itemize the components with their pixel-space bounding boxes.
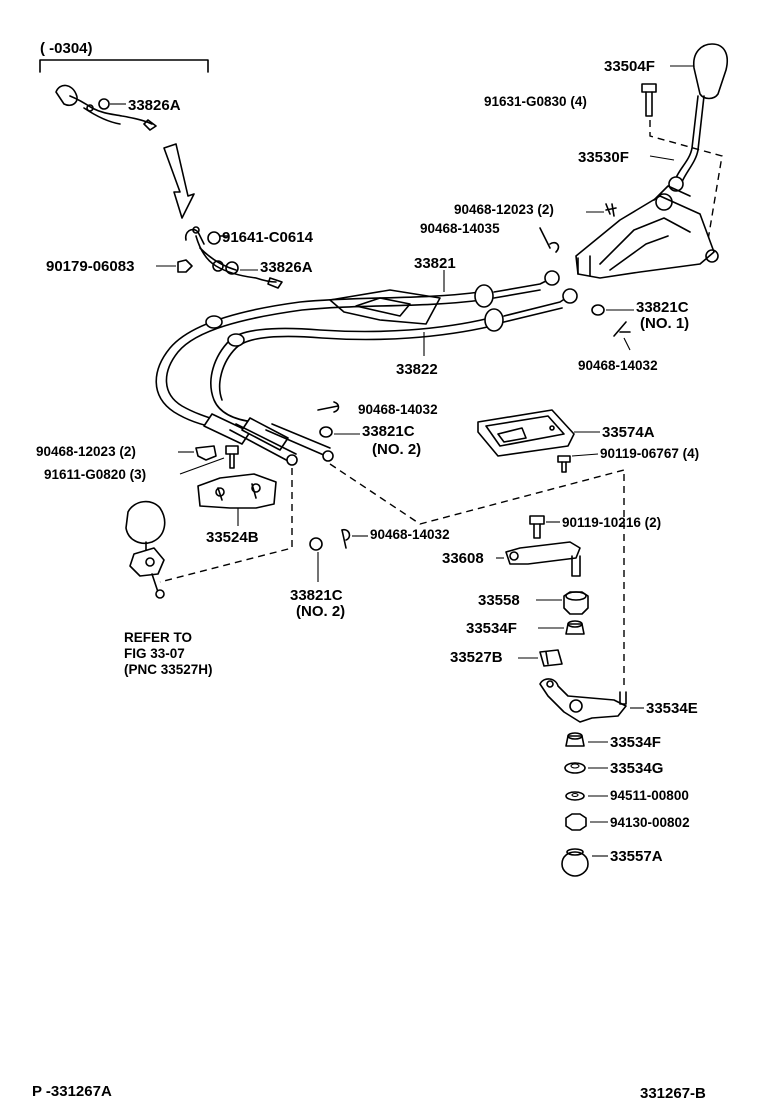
nut-94130-icon: [565, 813, 587, 831]
bracket-33524b-illustration: [197, 473, 277, 509]
footer-right-code: 331267-B: [640, 1085, 706, 1102]
label-33608: 33608: [442, 550, 484, 567]
label-33504f: 33504F: [604, 58, 655, 75]
bolt-91611-icon: [225, 445, 239, 469]
lever-33534e-illustration: [539, 678, 627, 723]
label-33534f-upper: 33534F: [466, 620, 517, 637]
label-90468-14032-low: 90468-14032: [370, 527, 450, 542]
label-90119-10216: 90119-10216 (2): [562, 515, 661, 530]
label-33558: 33558: [478, 592, 520, 609]
label-33821c-no2-low: 33821C: [290, 587, 343, 604]
label-33821c-no1: 33821C: [636, 299, 689, 316]
label-33557a: 33557A: [610, 848, 663, 865]
label-33574a: 33574A: [602, 424, 655, 441]
harness-top-illustration: [55, 84, 157, 131]
down-arrow-icon: [163, 143, 195, 219]
washer-33821c-no2-low-icon: [309, 537, 323, 551]
label-94130: 94130-00802: [610, 815, 690, 830]
lever-33608-illustration: [505, 541, 581, 577]
bolt-90119-10216-icon: [529, 515, 545, 539]
label-91611: 91611-G0820 (3): [44, 467, 146, 482]
bushing-33557a-icon: [561, 848, 589, 877]
refer-note-line2: FIG 33-07: [124, 646, 185, 661]
clip-90468-12023-left-icon: [195, 445, 217, 461]
range-bracket: ( -0304): [39, 40, 209, 73]
cable-assembly-illustration: [155, 270, 578, 466]
pin-90468-14032-mid-icon: [317, 401, 340, 413]
label-94511: 94511-00800: [610, 788, 689, 803]
refer-note-line3: (PNC 33527H): [124, 662, 213, 677]
label-33530f: 33530F: [578, 149, 629, 166]
label-90468-14032-right: 90468-14032: [578, 358, 658, 373]
bolt-90119-06767-icon: [557, 455, 571, 473]
collar-33534f-upper-icon: [565, 620, 585, 635]
label-33826a-low: 33826A: [260, 259, 313, 276]
label-33822: 33822: [396, 361, 438, 378]
label-90179: 90179-06083: [46, 258, 134, 275]
label-33534g: 33534G: [610, 760, 663, 777]
bushing-33558-icon: [563, 591, 589, 615]
label-90468-14035: 90468-14035: [420, 221, 500, 236]
pin-90468-14035-icon: [539, 227, 560, 253]
harness-low-illustration: [184, 226, 283, 289]
shift-lever-illustration: [668, 95, 705, 192]
label-91641: 91641-C0614: [222, 229, 314, 246]
label-33826a-top: 33826A: [128, 97, 181, 114]
bolt-91641-icon: [207, 231, 229, 245]
clip-90468-12023-top-icon: [605, 203, 617, 217]
label-90468-12023-top: 90468-12023 (2): [454, 202, 554, 217]
collar-33534f-lower-icon: [565, 732, 585, 747]
pin-90468-14032-right-icon: [613, 321, 631, 337]
washer-33821c-no2-mid-icon: [319, 426, 333, 438]
footer-left-code: P -331267A: [32, 1083, 112, 1100]
label-90468-12023-left: 90468-12023 (2): [36, 444, 136, 459]
nut-90179-icon: [177, 259, 193, 273]
label-33821c-no1-sub: (NO. 1): [640, 315, 689, 332]
label-33527b: 33527B: [450, 649, 503, 666]
washer-33821c-no1-icon: [591, 304, 605, 316]
refer-note-line1: REFER TO: [124, 630, 192, 645]
label-33534e: 33534E: [646, 700, 698, 717]
selector-mechanism-illustration: [125, 500, 166, 599]
label-33821c-no2-mid: 33821C: [362, 423, 415, 440]
label-33821c-no2-mid-sub: (NO. 2): [372, 441, 421, 458]
pin-90468-14032-low-icon: [341, 528, 351, 549]
cover-plate-33574a-illustration: [477, 409, 575, 457]
label-33524b: 33524B: [206, 529, 259, 546]
bolt-91631-icon: [641, 83, 657, 117]
label-90468-14032-mid: 90468-14032: [358, 402, 438, 417]
label-91631: 91631-G0830 (4): [484, 94, 587, 109]
clip-33527b-icon: [539, 649, 563, 667]
label-33534f-lower: 33534F: [610, 734, 661, 751]
shifter-housing-illustration: [575, 185, 719, 279]
label-90119-06767: 90119-06767 (4): [600, 446, 699, 461]
range-note: ( -0304): [40, 40, 93, 57]
shift-knob-illustration: [692, 43, 728, 100]
label-33821: 33821: [414, 255, 456, 272]
label-33821c-no2-low-sub: (NO. 2): [296, 603, 345, 620]
